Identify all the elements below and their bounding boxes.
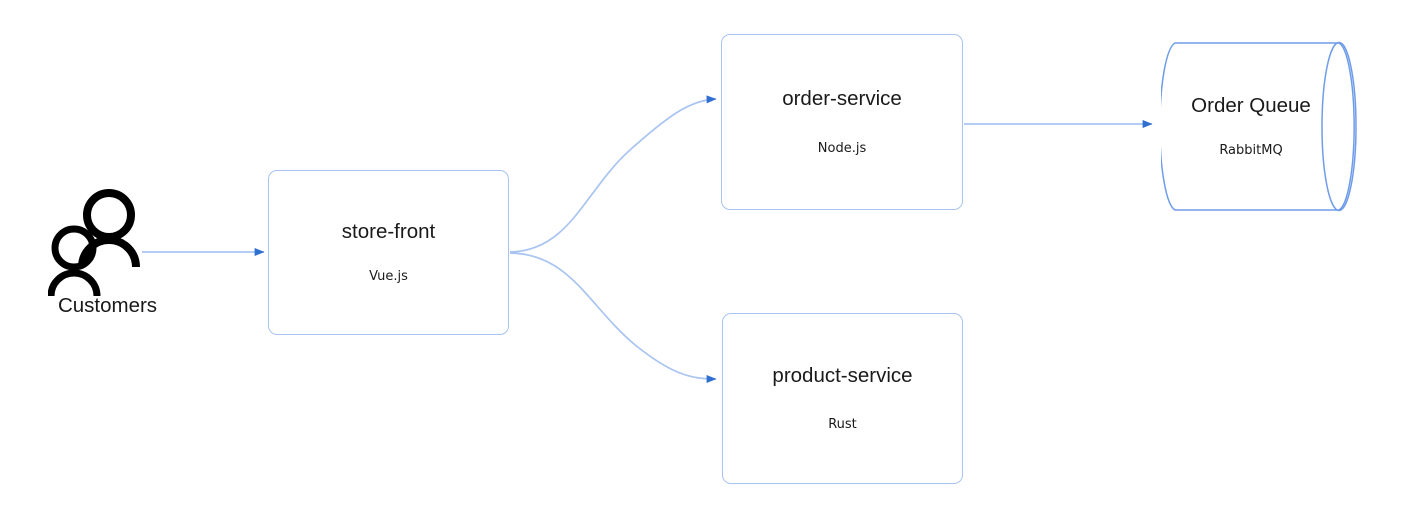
actor-customers[interactable]: Customers [40, 186, 175, 332]
node-order-queue-subtitle: RabbitMQ [1219, 142, 1283, 158]
node-store-front[interactable]: store-front Vue.js [268, 170, 509, 335]
edge-store-front-to-product-service[interactable] [509, 252, 717, 383]
node-order-queue-text: Order Queue RabbitMQ [1167, 41, 1335, 212]
cylinder-shape-icon [1161, 41, 1357, 212]
node-order-service[interactable]: order-service Node.js [721, 34, 963, 210]
node-order-service-subtitle: Node.js [817, 141, 867, 157]
node-order-queue[interactable]: Order Queue RabbitMQ [1161, 41, 1373, 212]
two-people-icon [48, 189, 140, 296]
node-product-service[interactable]: product-service Rust [722, 313, 963, 484]
node-store-front-subtitle: Vue.js [369, 268, 408, 284]
node-order-service-title: order-service [782, 86, 902, 110]
edge-store-front-to-order-service[interactable] [509, 95, 717, 253]
node-product-service-title: product-service [772, 364, 913, 388]
node-order-queue-title: Order Queue [1191, 94, 1311, 118]
actor-customers-label: Customers [57, 294, 158, 317]
node-store-front-title: store-front [341, 220, 436, 244]
node-product-service-subtitle: Rust [828, 416, 857, 432]
